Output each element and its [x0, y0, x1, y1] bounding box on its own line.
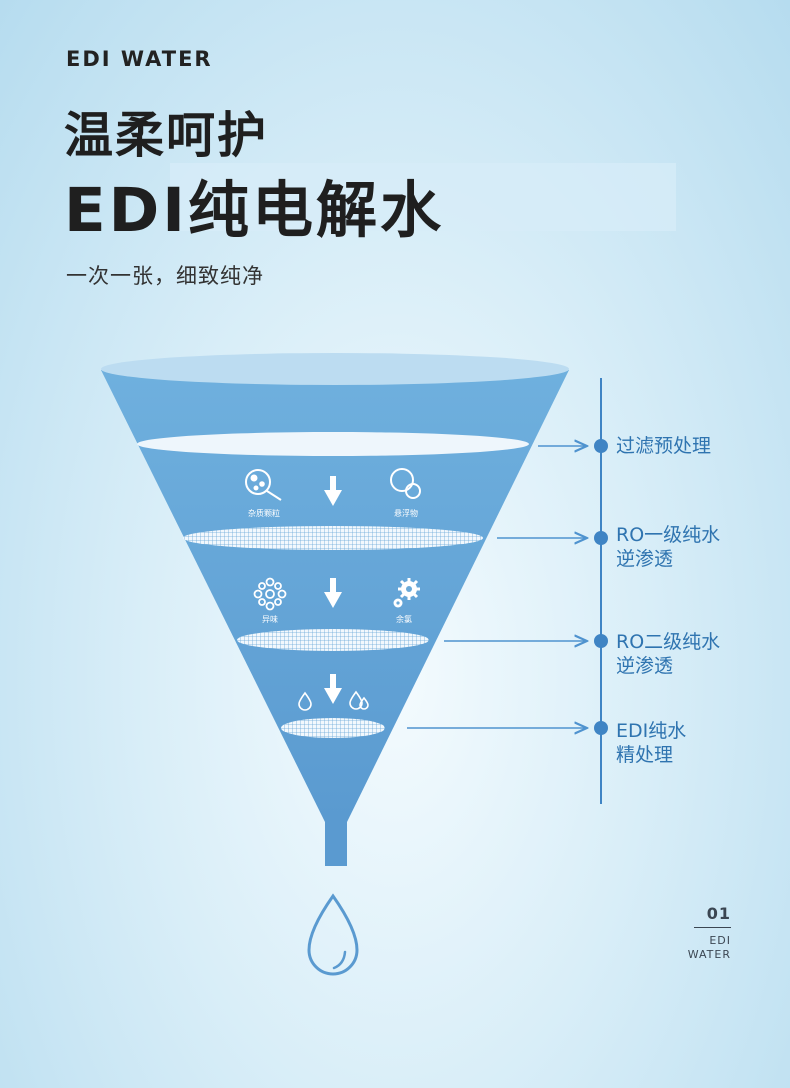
headline-line2: EDI纯电解水: [64, 175, 445, 246]
filter-mesh-3: [281, 718, 385, 738]
label-residual-chlorine: 余氯: [396, 614, 412, 624]
label-suspended-matter: 悬浮物: [394, 508, 418, 518]
label-odor: 异味: [262, 614, 278, 624]
stage-dot-4: [594, 721, 608, 735]
subtitle: 一次一张，细致纯净: [66, 264, 264, 288]
small-drop-icon: [298, 691, 312, 711]
headline-line1: 温柔呵护: [64, 107, 269, 164]
brand-name: EDI WATER: [66, 47, 213, 71]
page-number: 01: [706, 904, 731, 923]
stage-label-pretreatment: 过滤预处理: [616, 435, 712, 457]
headline-highlight: [170, 163, 676, 231]
stage-dot-1: [594, 439, 608, 453]
stage-label-ro-secondary: RO二级纯水 逆渗透: [616, 631, 721, 677]
funnel-rim: [101, 353, 569, 385]
footer-brand: EDI WATER: [687, 934, 731, 961]
stage-label-edi: EDI纯水 精处理: [616, 720, 687, 766]
water-drop-icon: [307, 893, 359, 976]
filter-disc-top: [137, 432, 529, 456]
filter-mesh-1: [183, 526, 483, 550]
filter-mesh-2: [237, 629, 429, 651]
funnel-spout: [325, 820, 347, 866]
down-arrow-icon-1: [324, 476, 342, 506]
down-arrow-icon-3: [324, 674, 342, 704]
stage-dot-2: [594, 531, 608, 545]
down-arrow-icon-2: [324, 578, 342, 608]
stage-label-ro-primary: RO一级纯水 逆渗透: [616, 524, 721, 570]
stage-dot-3: [594, 634, 608, 648]
floating-matter-icon: [390, 468, 421, 499]
page-divider: [694, 927, 731, 928]
label-impurity-particles: 杂质颗粒: [248, 508, 280, 518]
double-drop-icon: [349, 690, 369, 710]
magnifier-particles-icon: [245, 469, 282, 501]
gear-chlorine-icon: [393, 578, 420, 608]
flower-odor-icon: [253, 577, 287, 611]
